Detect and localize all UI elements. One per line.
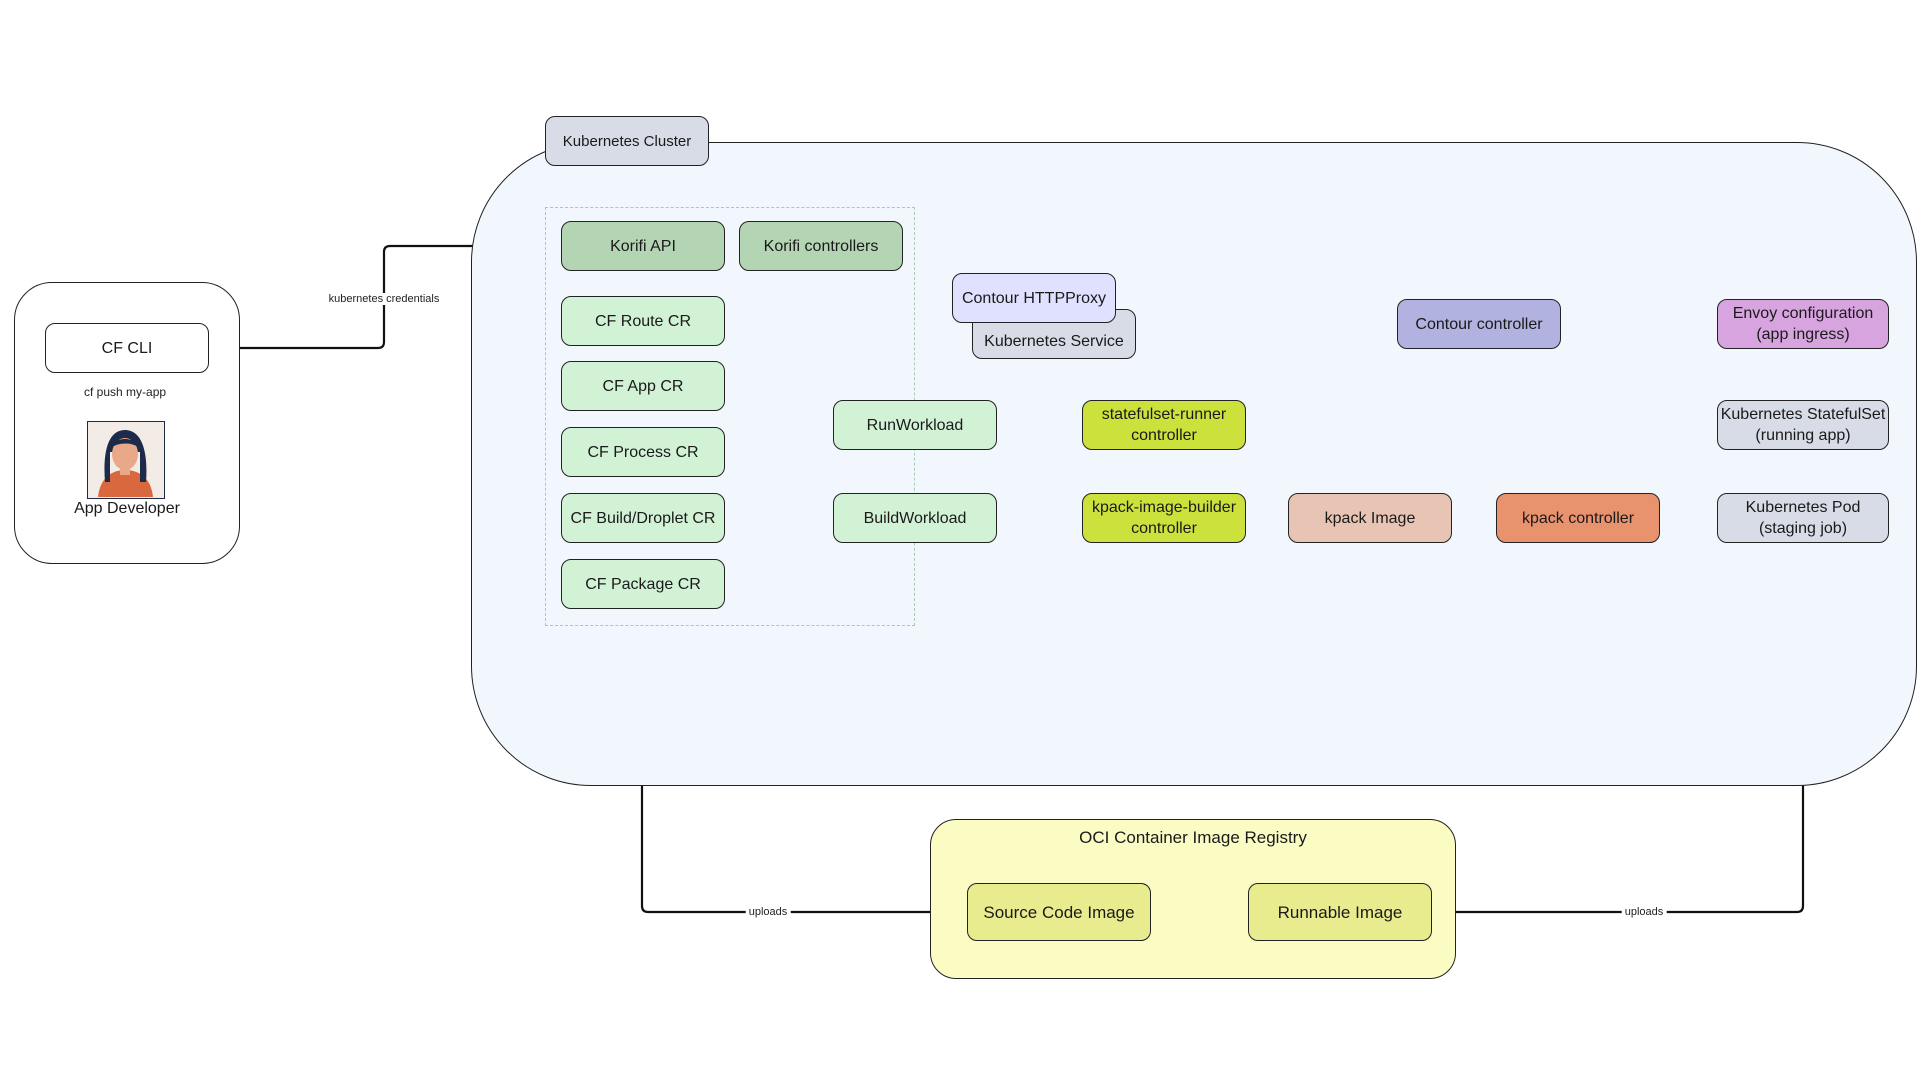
runnable-image[interactable]: Runnable Image (1248, 883, 1432, 941)
build-workload[interactable]: BuildWorkload (833, 493, 997, 543)
edge-label-uploads-left: uploads (745, 906, 791, 918)
contour-httpproxy[interactable]: Contour HTTPProxy (952, 273, 1116, 323)
cf-route-cr[interactable]: CF Route CR (561, 296, 725, 346)
kubernetes-statefulset[interactable]: Kubernetes StatefulSet (running app) (1717, 400, 1889, 450)
run-workload[interactable]: RunWorkload (833, 400, 997, 450)
edge-label-credentials: kubernetes credentials (325, 293, 443, 305)
statefulset-runner-controller[interactable]: statefulset-runner controller (1082, 400, 1246, 450)
cluster-title: Kubernetes Cluster (545, 116, 709, 166)
registry-title: OCI Container Image Registry (1079, 828, 1307, 847)
edge-label-uploads-right: uploads (1621, 906, 1667, 918)
source-code-image[interactable]: Source Code Image (967, 883, 1151, 941)
edge-pod-to-runnable (1433, 543, 1805, 922)
kubernetes-pod[interactable]: Kubernetes Pod (staging job) (1717, 493, 1889, 543)
kpack-image[interactable]: kpack Image (1288, 493, 1452, 543)
kpack-image-builder-controller[interactable]: kpack-image-builder controller (1082, 493, 1246, 543)
korifi-controllers[interactable]: Korifi controllers (739, 221, 903, 271)
cf-process-cr[interactable]: CF Process CR (561, 427, 725, 477)
developer-name: App Developer (74, 500, 180, 517)
cf-cli-box[interactable]: CF CLI (45, 323, 209, 373)
cf-push-command: cf push my-app (84, 385, 167, 399)
korifi-api[interactable]: Korifi API (561, 221, 725, 271)
cf-app-cr[interactable]: CF App CR (561, 361, 725, 411)
person-avatar-icon (87, 421, 165, 499)
cf-build-droplet-cr[interactable]: CF Build/Droplet CR (561, 493, 725, 543)
edge-package-to-source (640, 609, 966, 922)
envoy-configuration[interactable]: Envoy configuration (app ingress) (1717, 299, 1889, 349)
kpack-controller[interactable]: kpack controller (1496, 493, 1660, 543)
contour-controller[interactable]: Contour controller (1397, 299, 1561, 349)
cf-package-cr[interactable]: CF Package CR (561, 559, 725, 609)
